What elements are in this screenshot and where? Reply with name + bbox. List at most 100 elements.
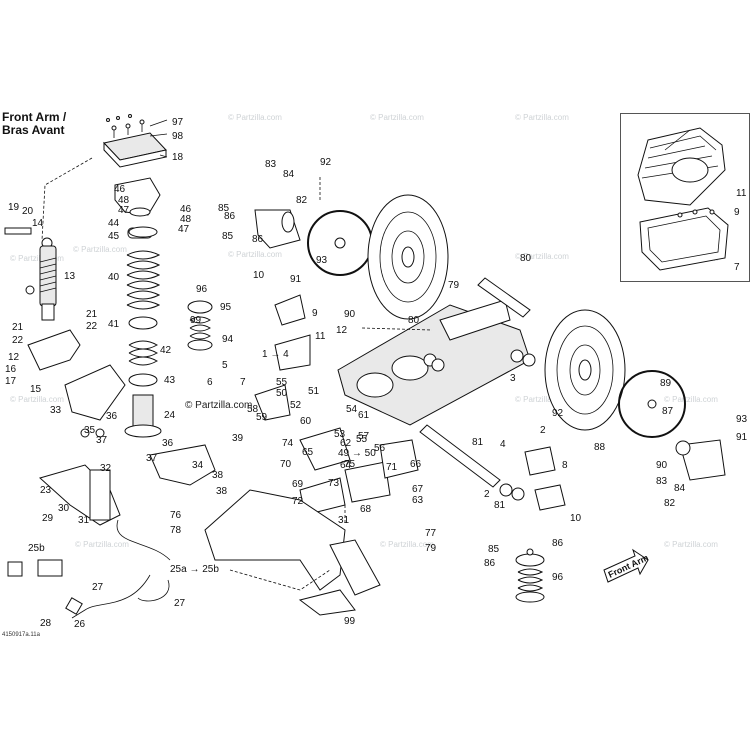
part-number-label: 55 [276, 377, 288, 388]
part-number-label: 44 [108, 218, 120, 229]
part-number-label: 72 [292, 496, 304, 507]
part-number-label: 23 [40, 485, 52, 496]
part-number-label: 95 [220, 302, 232, 313]
part-number-label: 73 [328, 478, 340, 489]
part-number-label: 91 [736, 432, 748, 443]
part-number-label: 27 [174, 598, 186, 609]
part-number-label: 92 [320, 157, 332, 168]
part-number-label: 19 [8, 202, 20, 213]
part-number-label: 98 [172, 131, 184, 142]
watermark: © Partzilla.com [370, 113, 424, 122]
part-number-label: 78 [170, 525, 182, 536]
right-pulley-assembly [544, 309, 686, 438]
part-number-label: 6 [207, 377, 213, 388]
part-number-label: 11 [736, 188, 747, 199]
part-number-label: 39 [232, 433, 244, 444]
lower-left-brackets [27, 329, 216, 526]
part-number-label: 31 [78, 515, 90, 526]
part-number-label: 2 [484, 489, 490, 500]
part-number-label: 56 [374, 443, 386, 454]
right-spring [515, 548, 545, 603]
part-number-label: 96 [552, 572, 564, 583]
part-number-label: 14 [32, 218, 44, 229]
part-number-label: 15 [30, 384, 42, 395]
part-number-label: 38 [216, 486, 228, 497]
part-number-label: 9 [312, 308, 318, 319]
part-number-label: 36 [106, 411, 118, 422]
part-number-label: 54 [346, 404, 358, 415]
part-number-label: 29 [42, 513, 54, 524]
part-number-label: 74 [282, 438, 294, 449]
part-number-label: 93 [316, 255, 328, 266]
watermark: © Partzilla.com [380, 540, 434, 549]
part-number-label: 80 [408, 315, 420, 326]
title-line-2: Bras Avant [2, 123, 65, 137]
part-number-label: 65 [302, 447, 314, 458]
watermark-center: © Partzilla.com [185, 400, 253, 411]
part-number-label: 21 [12, 322, 24, 333]
part-number-label: 1 → 4 [262, 349, 289, 360]
part-number-label: 94 [222, 334, 234, 345]
part-number-label: 46 [180, 204, 192, 215]
part-number-label: 86 [552, 538, 564, 549]
part-number-label: 7 [734, 262, 740, 273]
part-number-label: 58 [247, 404, 259, 415]
part-number-label: 27 [92, 582, 104, 593]
part-number-label: 81 [494, 500, 506, 511]
part-number-label: 24 [164, 410, 176, 421]
part-number-label: 11 [315, 331, 326, 342]
watermark: © Partzilla.com [664, 395, 718, 404]
part-number-label: 53 [334, 429, 346, 440]
part-number-label: 38 [212, 470, 224, 481]
part-number-label: 50 [276, 388, 288, 399]
part-number-label: 96 [196, 284, 208, 295]
part-number-label: 61 [358, 410, 370, 421]
part-number-label: 18 [172, 152, 184, 163]
part-number-label: 28 [40, 618, 52, 629]
watermark: © Partzilla.com [228, 113, 282, 122]
part-number-label: 86 [252, 234, 264, 245]
part-number-label: 32 [100, 463, 112, 474]
watermark: © Partzilla.com [10, 254, 64, 263]
part-number-label: 9 [734, 207, 740, 218]
part-number-label: 75 [344, 459, 356, 470]
cable-assembly [7, 519, 171, 619]
part-number-label: 10 [570, 513, 582, 524]
part-number-label: 37 [146, 453, 158, 464]
part-number-label: 86 [484, 558, 496, 569]
part-number-label: 87 [662, 406, 674, 417]
drawing-code: 4150917a.11a [2, 632, 40, 638]
left-top-spring [187, 300, 213, 351]
part-number-label: 45 [108, 231, 120, 242]
part-number-label: 64 [340, 460, 352, 471]
part-number-label: 31 [338, 515, 350, 526]
spring-stack [124, 226, 162, 438]
part-number-label: 80 [520, 253, 532, 264]
part-number-label: 93 [736, 414, 748, 425]
part-number-label: 90 [344, 309, 356, 320]
watermark: © Partzilla.com [73, 245, 127, 254]
part-number-label: 84 [283, 169, 295, 180]
part-number-label: 33 [50, 405, 62, 416]
part-number-label: 77 [425, 528, 437, 539]
part-number-label: 36 [162, 438, 174, 449]
part-number-label: 70 [280, 459, 292, 470]
part-number-label: 12 [336, 325, 348, 336]
part-number-label: 99 [190, 315, 202, 326]
part-number-label: 12 [8, 352, 20, 363]
watermark: © Partzilla.com [10, 395, 64, 404]
watermark: © Partzilla.com [664, 540, 718, 549]
part-number-label: 7 [240, 377, 246, 388]
part-number-label: 88 [594, 442, 606, 453]
part-number-label: 97 [172, 117, 184, 128]
part-number-label: 21 [86, 309, 98, 320]
part-number-label: 90 [656, 460, 668, 471]
part-number-label: 48 [118, 195, 130, 206]
part-number-label: 84 [674, 483, 686, 494]
part-number-label: 17 [5, 376, 17, 387]
part-number-label: 82 [664, 498, 676, 509]
part-number-label: 10 [253, 270, 265, 281]
part-number-label: 25b [28, 543, 45, 554]
